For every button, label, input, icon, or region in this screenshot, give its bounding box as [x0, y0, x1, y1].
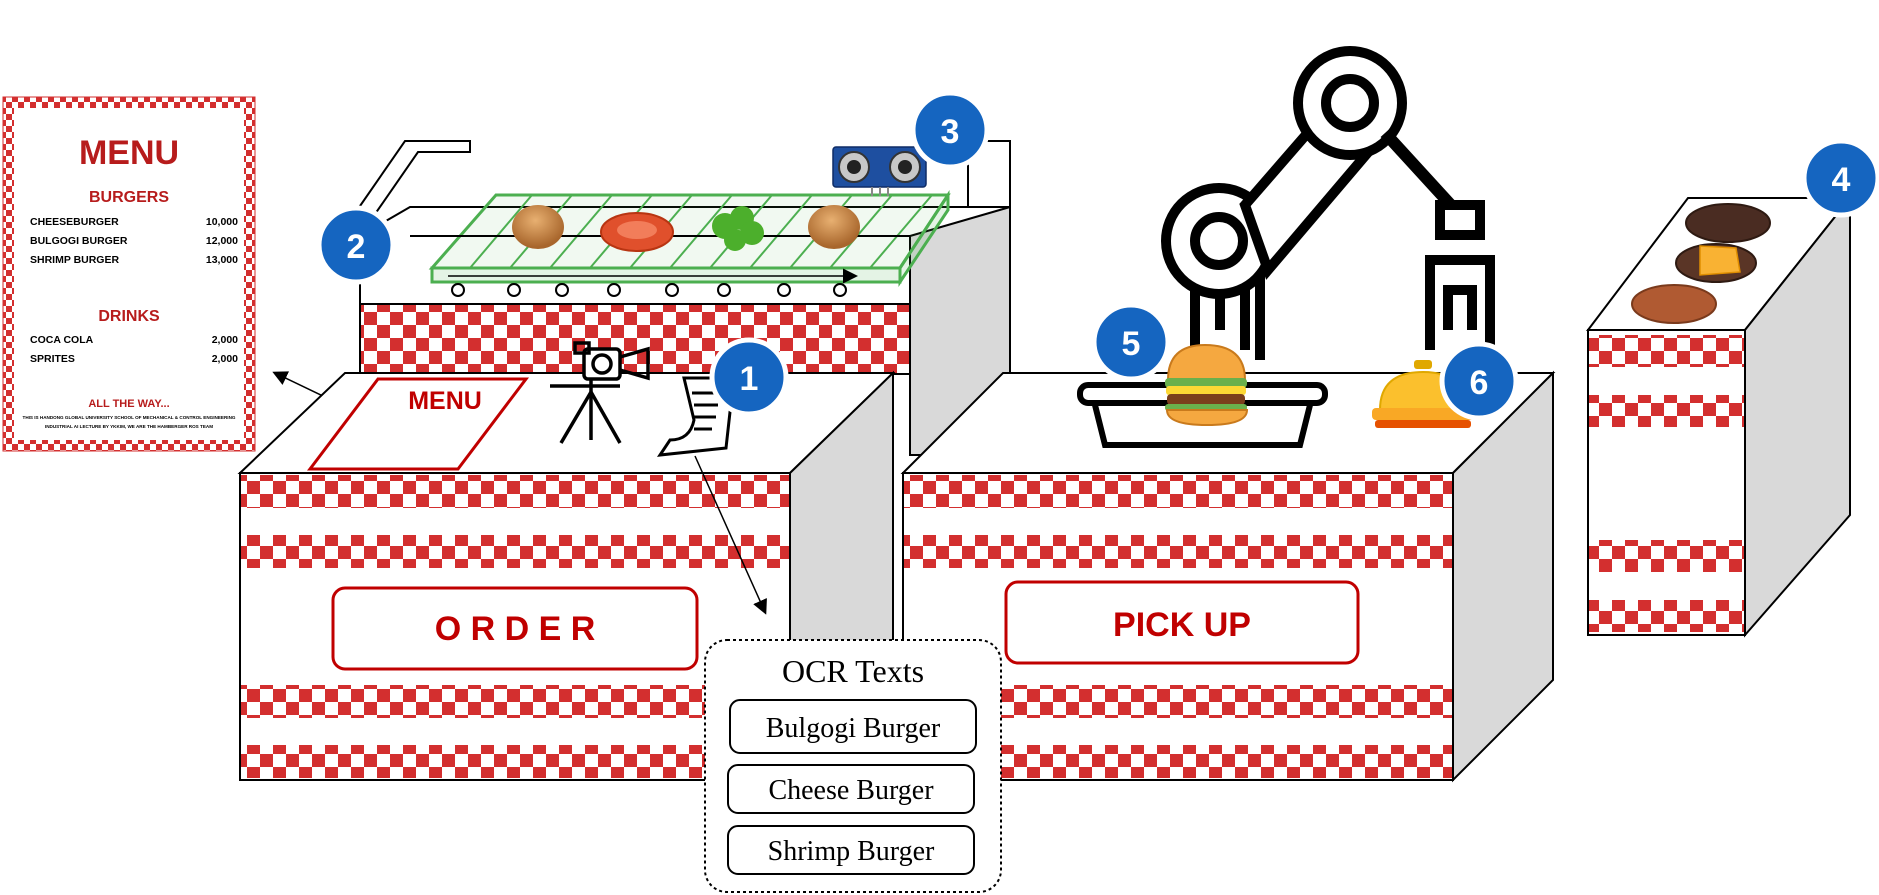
svg-text:6: 6	[1470, 364, 1489, 402]
patty-storage	[1585, 195, 1853, 638]
menu-item-price: 12,000	[206, 235, 238, 247]
camera-tripod-icon	[550, 341, 650, 444]
bun-icon	[808, 205, 860, 249]
number-badge-4: 4	[1801, 138, 1879, 218]
bun-icon	[512, 205, 564, 249]
number-badge-3: 3	[910, 90, 990, 170]
menu-footer-line: THIS IS HANDONG GLOBAL UNIVERSITY SCHOOL…	[23, 415, 236, 420]
svg-text:2: 2	[347, 228, 366, 266]
menu-footer-heading: ALL THE WAY...	[88, 398, 169, 410]
menu-item-price: 13,000	[206, 254, 238, 266]
menu-item-price: 2,000	[212, 334, 238, 346]
ultrasonic-sensor-icon	[832, 146, 927, 196]
svg-text:4: 4	[1832, 161, 1851, 199]
menu-card: MENU BURGERS CHEESEBURGER 10,000 BULGOGI…	[2, 96, 256, 452]
menu-footer-line: INDUSTRIAL AI LECTURE BY YKKIM, WE ARE T…	[45, 424, 213, 429]
menu-item-name: SHRIMP BURGER	[30, 254, 119, 266]
patty-icon	[1631, 284, 1717, 324]
menu-burgers-heading: BURGERS	[89, 189, 169, 206]
robot-arm-icon	[1161, 46, 1495, 360]
burger-tray-icon	[1077, 343, 1328, 448]
ocr-arrow	[694, 455, 767, 615]
svg-text:1: 1	[740, 360, 759, 398]
svg-text:3: 3	[941, 113, 960, 151]
menu-mat	[306, 377, 530, 471]
number-badge-6: 6	[1439, 341, 1519, 421]
menu-item-name: CHEESEBURGER	[30, 216, 119, 228]
menu-drinks-heading: DRINKS	[98, 308, 160, 325]
svg-text:5: 5	[1122, 325, 1141, 363]
menu-card-title: MENU	[79, 134, 179, 172]
pickup-label: PICK UP	[1113, 606, 1251, 644]
menu-mat-label: MENU	[408, 387, 482, 415]
ocr-item: Bulgogi Burger	[766, 713, 941, 744]
lettuce-icon	[712, 206, 764, 251]
menu-item-name: COCA COLA	[30, 334, 94, 346]
ocr-title: OCR Texts	[782, 653, 924, 689]
menu-item-name: SPRITES	[30, 353, 75, 365]
conveyor-belt	[428, 193, 951, 270]
order-label: O R D E R	[435, 610, 596, 648]
patty-icon	[1685, 203, 1771, 243]
ocr-item: Shrimp Burger	[768, 836, 935, 867]
menu-item-name: BULGOGI BURGER	[30, 235, 128, 247]
menu-item-price: 10,000	[206, 216, 238, 228]
menu-item-price: 2,000	[212, 353, 238, 365]
ocr-item: Cheese Burger	[768, 775, 934, 806]
number-badge-2: 2	[316, 205, 396, 285]
ocr-texts-panel: OCR Texts Bulgogi Burger Cheese Burger S…	[704, 639, 1002, 893]
number-badge-1: 1	[709, 337, 789, 417]
number-badge-5: 5	[1091, 302, 1171, 382]
